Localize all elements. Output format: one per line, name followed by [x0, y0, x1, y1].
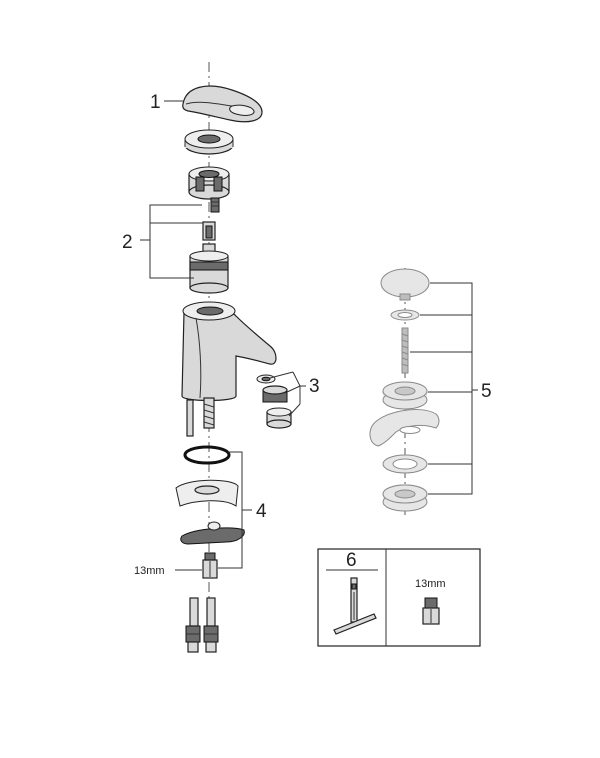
fixing-nut	[202, 552, 218, 579]
waste-plug	[380, 268, 430, 301]
callout-3: 3	[309, 376, 320, 397]
bracket-3	[269, 371, 306, 417]
o-ring	[183, 445, 231, 465]
dimension-13mm-box: 13mm	[415, 578, 446, 590]
spout-body	[181, 301, 277, 402]
bracket-5	[410, 282, 478, 495]
supply-hoses	[185, 597, 219, 653]
basin-section	[369, 409, 440, 447]
mounting-stud	[186, 397, 215, 437]
aerator-washer	[256, 374, 276, 384]
countertop-section	[175, 479, 239, 507]
aerator-insert	[262, 385, 288, 403]
retaining-nut	[188, 166, 230, 200]
callout-5: 5	[481, 381, 492, 402]
callout-1: 1	[150, 92, 161, 113]
aerator-housing	[266, 407, 292, 429]
waste-flange	[382, 381, 428, 410]
cover-cap	[184, 129, 234, 155]
bracket-2	[140, 204, 203, 279]
adapter	[202, 221, 216, 241]
callout-2: 2	[122, 232, 133, 253]
nut-13mm	[422, 597, 440, 625]
waste-body	[382, 484, 428, 512]
fixing-plate	[180, 521, 245, 545]
lever-handle	[182, 85, 263, 123]
callout-6: 6	[346, 550, 357, 571]
waste-gasket	[382, 454, 428, 474]
set-screw	[210, 197, 220, 213]
dimension-13mm-left: 13mm	[134, 565, 165, 577]
waste-seal	[390, 309, 420, 321]
bracket-4	[218, 451, 252, 569]
callout-4: 4	[256, 501, 267, 522]
hex-key-tool	[333, 577, 377, 635]
cartridge	[189, 243, 229, 294]
waste-rod	[401, 327, 409, 374]
